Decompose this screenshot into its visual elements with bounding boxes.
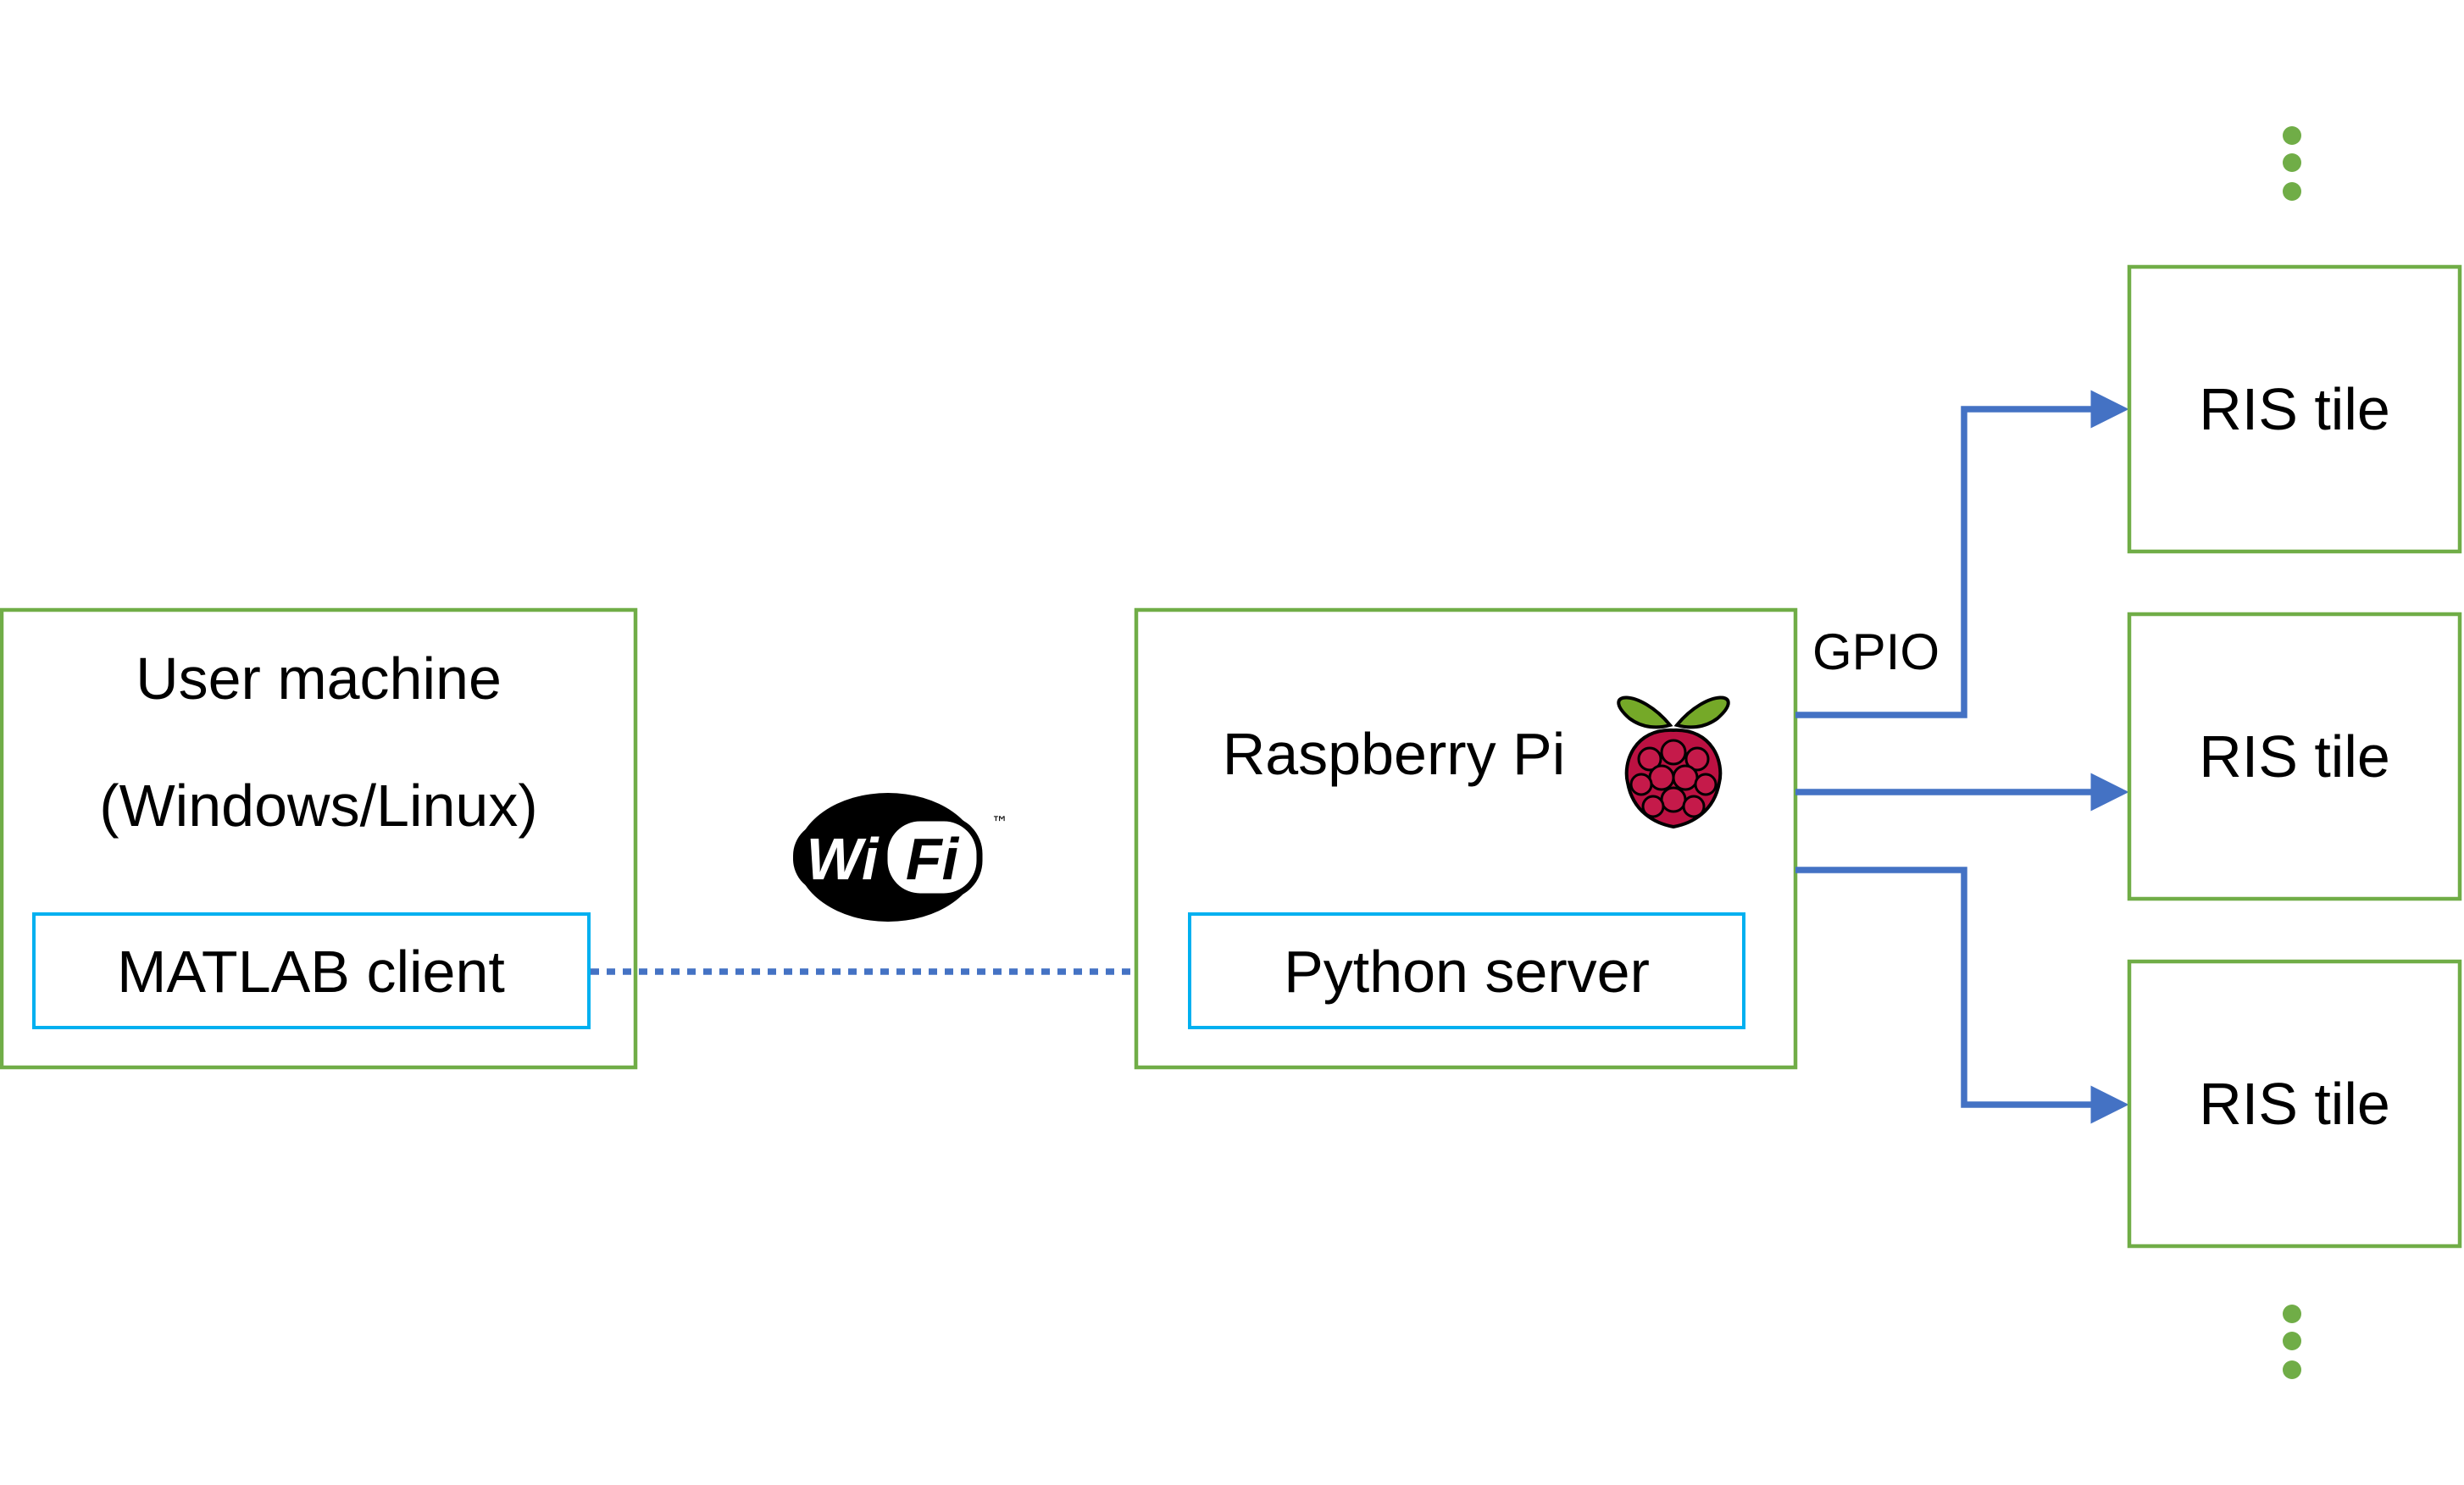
ris-tile-label: RIS tile	[2199, 723, 2390, 790]
matlab-client-box: MATLAB client	[32, 912, 591, 1029]
gpio-connector-top	[1795, 390, 2129, 718]
gpio-label: GPIO	[1812, 623, 1940, 680]
matlab-client-label: MATLAB client	[117, 939, 505, 1005]
raspberry-pi-box: Raspberry Pi Python server	[1134, 607, 1798, 1070]
user-machine-box: User machine (Windows/Linux) MATLAB clie…	[0, 607, 638, 1070]
ris-tile-1: RIS tile	[2127, 264, 2462, 554]
gpio-connector-bottom	[1795, 867, 2129, 1124]
raspberry-pi-title: Raspberry Pi	[1223, 721, 1566, 787]
wifi-trademark: ™	[991, 812, 1008, 833]
python-server-box: Python server	[1188, 912, 1745, 1029]
ris-tile-label: RIS tile	[2199, 1071, 2390, 1137]
ris-tile-3: RIS tile	[2127, 959, 2462, 1249]
wifi-logo-icon: Wi Fi ™	[793, 793, 1008, 922]
raspberry-pi-logo-icon	[1617, 695, 1730, 829]
ris-tile-label: RIS tile	[2199, 376, 2390, 442]
ellipsis-top-icon	[2283, 126, 2301, 201]
wifi-logo-fi: Fi	[906, 826, 960, 892]
ellipsis-bottom-icon	[2283, 1305, 2301, 1379]
wifi-logo-wi: Wi	[807, 826, 880, 892]
user-machine-title: User machine	[136, 646, 502, 712]
user-machine-os: (Windows/Linux)	[99, 773, 537, 839]
ris-tile-2: RIS tile	[2127, 612, 2462, 901]
python-server-label: Python server	[1284, 939, 1650, 1005]
